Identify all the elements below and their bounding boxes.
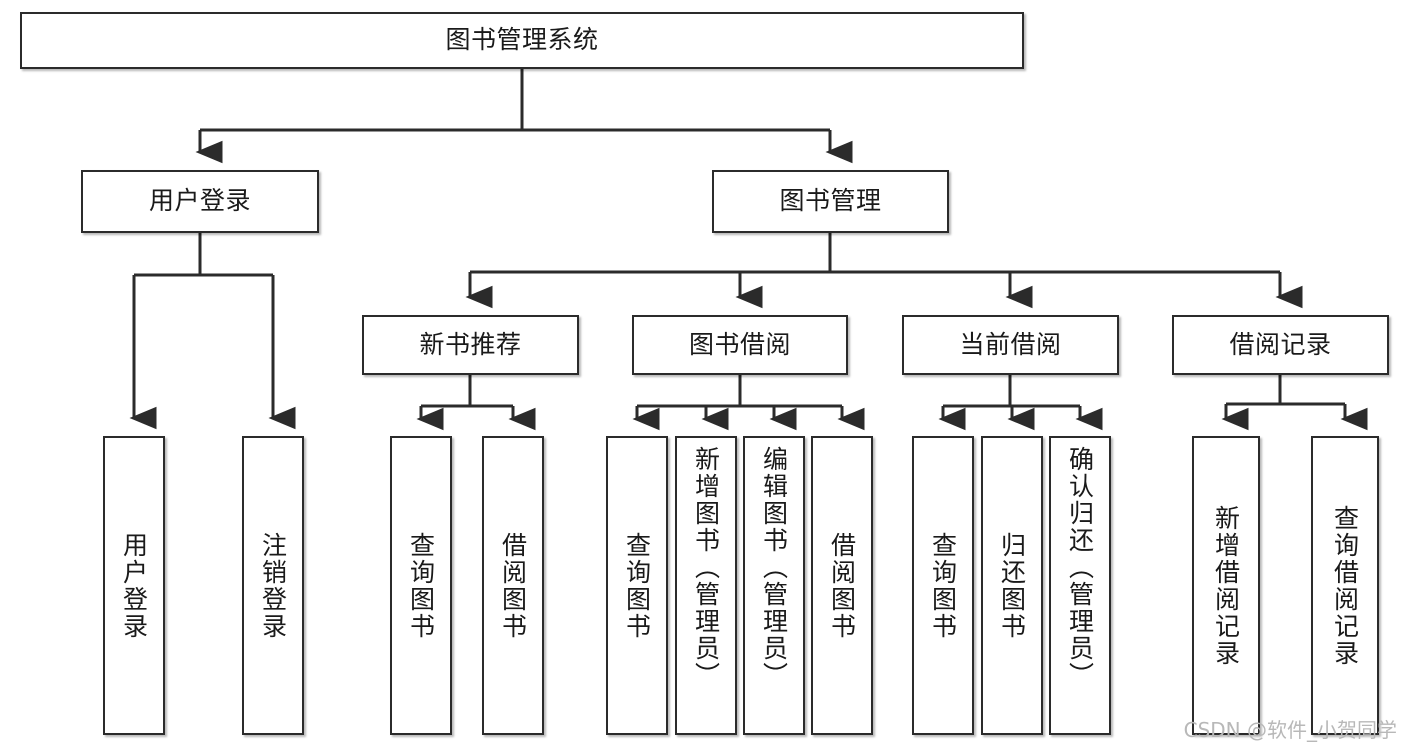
node-leaf-user-login-label: 用户登录: [119, 531, 149, 640]
node-book-manage-label: 图书管理: [779, 186, 882, 216]
node-leaf-query-book-recommend-label: 查询图书: [406, 531, 436, 640]
node-leaf-logout-label: 注销登录: [258, 531, 288, 640]
node-new-book-recommend[interactable]: 新书推荐: [362, 315, 579, 375]
node-leaf-borrow-book-recommend[interactable]: 借阅图书: [482, 436, 544, 735]
node-leaf-add-book[interactable]: 新增图书（管理员）: [675, 436, 737, 735]
node-leaf-borrow-book-recommend-label: 借阅图书: [498, 531, 528, 640]
node-leaf-edit-book-label: 编辑图书（管理员）: [759, 446, 789, 689]
node-leaf-return-book[interactable]: 归还图书: [981, 436, 1043, 735]
node-leaf-query-book-recommend[interactable]: 查询图书: [390, 436, 452, 735]
node-current-borrow[interactable]: 当前借阅: [902, 315, 1119, 375]
node-user-login[interactable]: 用户登录: [81, 170, 319, 233]
node-root-label: 图书管理系统: [445, 25, 599, 55]
watermark: CSDN @软件_小贺同学: [1183, 718, 1397, 742]
node-leaf-add-borrow-record-label: 新增借阅记录: [1211, 504, 1241, 667]
node-leaf-query-borrow-record[interactable]: 查询借阅记录: [1311, 436, 1379, 735]
node-root[interactable]: 图书管理系统: [20, 12, 1024, 69]
node-leaf-add-book-label: 新增图书（管理员）: [691, 446, 721, 689]
node-leaf-confirm-return-label: 确认归还（管理员）: [1065, 446, 1095, 689]
node-leaf-user-login[interactable]: 用户登录: [103, 436, 165, 735]
node-leaf-query-book-label: 查询图书: [622, 531, 652, 640]
node-new-book-recommend-label: 新书推荐: [419, 329, 522, 359]
node-leaf-edit-book[interactable]: 编辑图书（管理员）: [743, 436, 805, 735]
node-leaf-confirm-return[interactable]: 确认归还（管理员）: [1049, 436, 1111, 735]
node-leaf-add-borrow-record[interactable]: 新增借阅记录: [1192, 436, 1260, 735]
node-leaf-query-book-current[interactable]: 查询图书: [912, 436, 974, 735]
node-leaf-query-book-current-label: 查询图书: [928, 531, 958, 640]
node-leaf-return-book-label: 归还图书: [997, 531, 1027, 640]
node-book-manage[interactable]: 图书管理: [712, 170, 949, 233]
node-leaf-logout[interactable]: 注销登录: [242, 436, 304, 735]
node-leaf-borrow-book-label: 借阅图书: [827, 531, 857, 640]
node-borrow-records-label: 借阅记录: [1229, 329, 1332, 359]
node-leaf-query-book[interactable]: 查询图书: [606, 436, 668, 735]
node-leaf-borrow-book[interactable]: 借阅图书: [811, 436, 873, 735]
node-book-borrow-label: 图书借阅: [688, 329, 791, 359]
node-leaf-query-borrow-record-label: 查询借阅记录: [1330, 504, 1360, 667]
node-book-borrow[interactable]: 图书借阅: [632, 315, 848, 375]
node-user-login-label: 用户登录: [148, 186, 251, 216]
node-current-borrow-label: 当前借阅: [959, 329, 1062, 359]
node-borrow-records[interactable]: 借阅记录: [1172, 315, 1389, 375]
